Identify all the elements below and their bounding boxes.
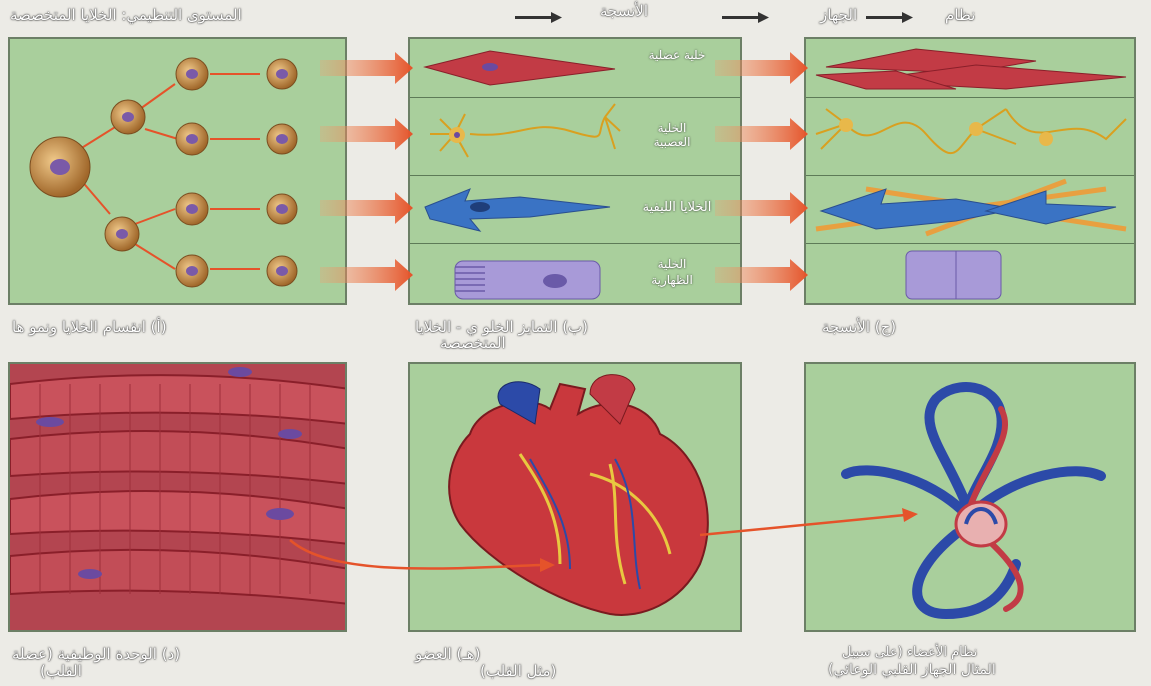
caption-d-line1: (د) الوحدة الوظيفية (عضلة (12, 645, 180, 663)
caption-d-line2: القلب) (40, 662, 82, 680)
caption-e-line1: (هـ) العضو (415, 645, 481, 663)
caption-f-line1: نظام الأعضاء (على سبيل (842, 645, 977, 660)
caption-f-line2: المثال الجهاز القلبي الوعائي) (828, 662, 996, 678)
caption-e-line2: (مثل القلب) (480, 662, 556, 680)
